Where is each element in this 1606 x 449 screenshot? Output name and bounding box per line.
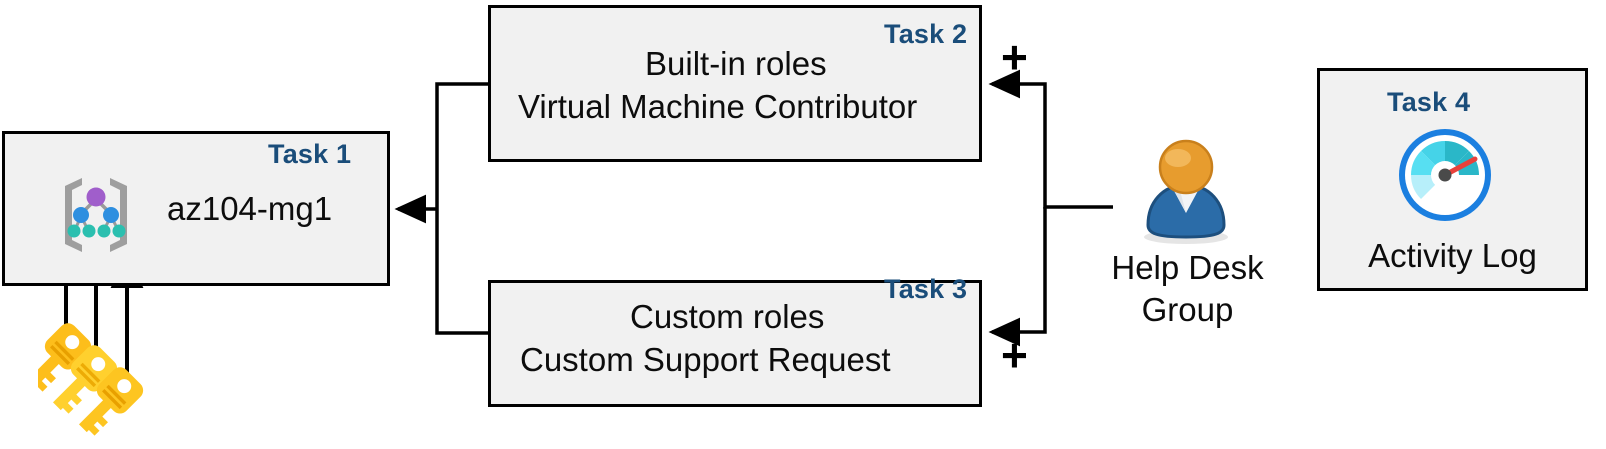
task4-text-line1: Activity Log xyxy=(1368,237,1537,274)
task3-box[interactable] xyxy=(488,280,982,407)
task1-box[interactable] xyxy=(2,131,390,286)
task2-text-line1: Built-in roles xyxy=(645,45,827,82)
task3-text-line2: Custom Support Request xyxy=(520,341,891,378)
activity-log-gauge-icon xyxy=(1399,129,1491,221)
task1-text-line1: az104-mg1 xyxy=(167,190,333,227)
management-group-icon xyxy=(65,178,127,252)
keys-icon xyxy=(38,323,144,436)
plus-sign-top: + xyxy=(1001,31,1028,83)
arrow-group-to-task2 xyxy=(988,69,1113,209)
task2-label: Task 2 xyxy=(884,19,968,49)
actor-label-line2: Group xyxy=(1141,291,1234,328)
task2-box[interactable] xyxy=(488,5,982,162)
task3-label: Task 3 xyxy=(884,274,968,304)
task1-label: Task 1 xyxy=(268,139,352,169)
task3-text-line1: Custom roles xyxy=(630,298,825,335)
bracket-connector xyxy=(435,82,488,335)
task4-label: Task 4 xyxy=(1387,87,1471,117)
actor-label-line1: Help Desk xyxy=(1111,249,1264,286)
plus-sign-bottom: + xyxy=(1001,329,1028,381)
task2-text-line2: Virtual Machine Contributor xyxy=(518,88,918,125)
arrow-group-to-task3 xyxy=(988,207,1047,347)
user-group-icon xyxy=(1144,139,1228,244)
